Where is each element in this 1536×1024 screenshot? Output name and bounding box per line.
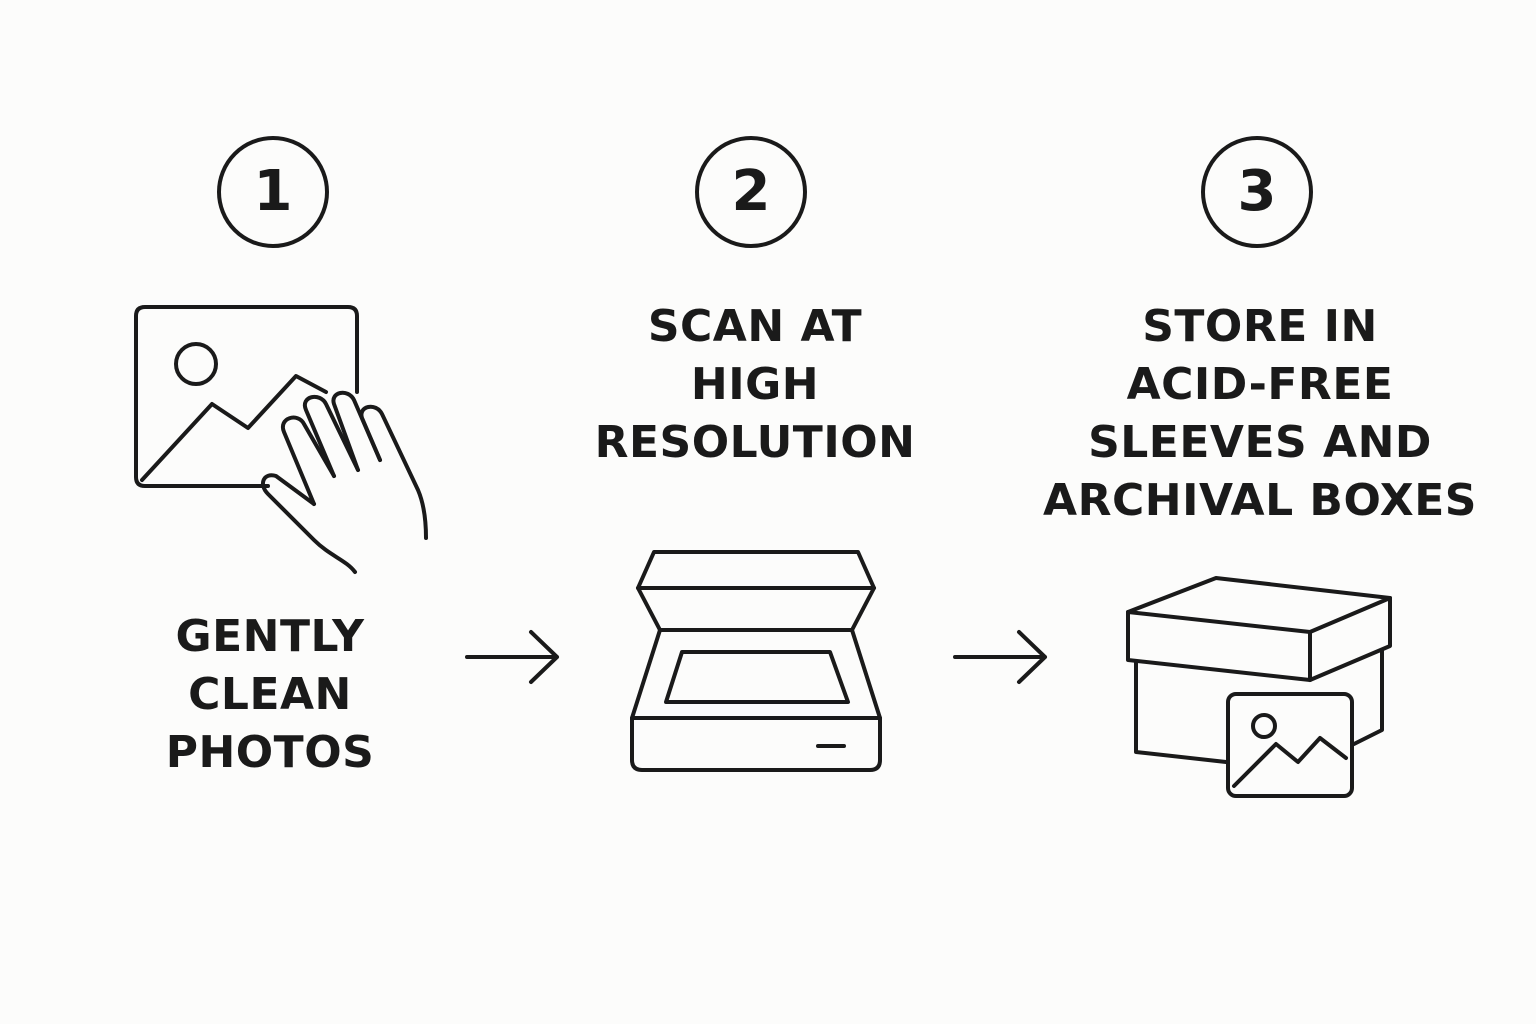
step-2-label-line: HIGH bbox=[690, 359, 820, 410]
step-1-number-badge: 1 bbox=[217, 136, 329, 248]
step-3-label-line: ACID-FREE bbox=[1126, 359, 1394, 410]
step-3-label-line: ARCHIVAL BOXES bbox=[1043, 475, 1477, 526]
step-1-label-line: PHOTOS bbox=[165, 727, 375, 778]
step-3-label: STORE IN ACID-FREE SLEEVES AND ARCHIVAL … bbox=[1040, 298, 1480, 530]
step-1-label-line: GENTLY bbox=[175, 611, 365, 662]
step-1-label: GENTLY CLEAN PHOTOS bbox=[120, 608, 420, 782]
step-2-label-line: RESOLUTION bbox=[594, 417, 916, 468]
step-3-number-badge: 3 bbox=[1201, 136, 1313, 248]
step-1-label-line: CLEAN bbox=[188, 669, 352, 720]
step-3-label-line: SLEEVES AND bbox=[1088, 417, 1432, 468]
step-2-label: SCAN AT HIGH RESOLUTION bbox=[560, 298, 950, 472]
step-2-label-line: SCAN AT bbox=[647, 301, 863, 352]
step-2-number-badge: 2 bbox=[695, 136, 807, 248]
step-3-label-line: STORE IN bbox=[1142, 301, 1378, 352]
